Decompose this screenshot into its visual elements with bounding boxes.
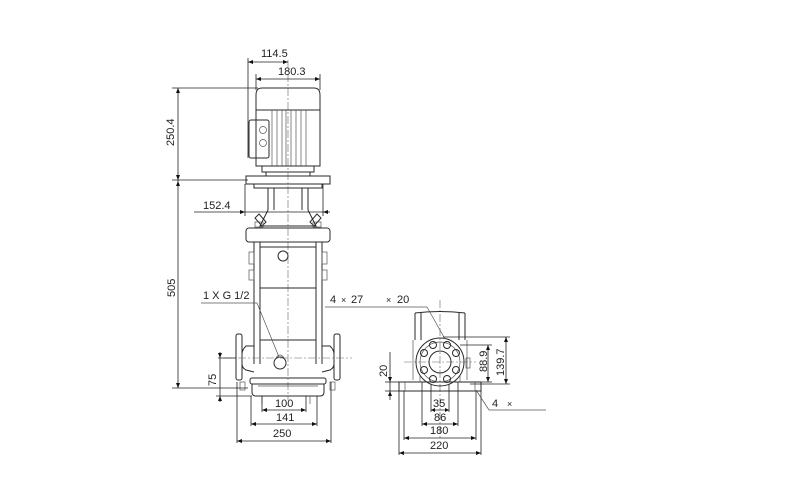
port-flanges xyxy=(224,333,352,381)
label-27: 27 xyxy=(351,294,363,306)
label-100: 100 xyxy=(275,398,293,410)
dim-base-mid: 141 xyxy=(250,396,318,426)
motor xyxy=(248,87,321,177)
dim-base-inner: 100 xyxy=(261,396,307,412)
end-view: 4 × 27 × 20 88.9 139.7 xyxy=(325,294,546,455)
cable-gland-icon xyxy=(259,126,267,134)
cable-gland-icon xyxy=(259,139,267,147)
bolt-hole-icon xyxy=(420,349,428,357)
label-505: 505 xyxy=(166,279,178,297)
pump-base xyxy=(239,377,336,404)
label-114-5: 114.5 xyxy=(261,48,288,60)
bolt-hole-icon xyxy=(452,366,460,374)
label-35: 35 xyxy=(433,398,445,410)
drain-plug-icon xyxy=(273,356,287,370)
dim-motor-width: 180.3 xyxy=(255,66,321,90)
label-anchor-count: 4 xyxy=(492,398,498,410)
label-86: 86 xyxy=(434,412,446,424)
dim-pcd-outer: 139.7 xyxy=(443,336,510,385)
bolt-hole-icon xyxy=(420,366,428,374)
label-20-thickness: 20 xyxy=(378,365,390,377)
dim-base-thickness: 20 xyxy=(378,352,399,400)
dim-pcd-inner: 88.9 xyxy=(460,344,492,383)
dim-coupling-width: 152.4 xyxy=(194,184,330,216)
dim-port-height: 75 xyxy=(207,352,252,402)
vent-plug-icon xyxy=(277,250,289,262)
bolt-hole-icon xyxy=(429,375,437,383)
label-drain-plug: 1 X G 1/2 xyxy=(203,290,249,302)
label-180-3: 180.3 xyxy=(278,66,306,78)
label-times: × xyxy=(341,295,346,305)
flange-holes-callout: 4 × 27 × 20 xyxy=(325,294,446,340)
dim-base-bolt-spacing: 180 xyxy=(403,391,477,440)
side-view: 114.5 180.3 250.4 152.4 xyxy=(165,48,352,443)
label-141: 141 xyxy=(276,412,294,424)
dim-base-width: 220 xyxy=(398,391,482,455)
label-holes-count: 4 xyxy=(330,294,336,306)
end-view-base xyxy=(398,376,482,392)
label-220: 220 xyxy=(430,440,448,452)
label-250-4: 250.4 xyxy=(165,118,177,146)
dim-base-slot: 35 xyxy=(430,384,450,412)
label-20-depth: 20 xyxy=(397,294,409,306)
drain-plug-callout: 1 X G 1/2 xyxy=(201,290,280,358)
dim-base-hole-spacing: 86 xyxy=(421,382,459,426)
dim-pump-height: 505 xyxy=(166,180,248,389)
label-152-4: 152.4 xyxy=(203,200,231,212)
label-88-9: 88.9 xyxy=(478,351,490,372)
dim-motor-height: 250.4 xyxy=(165,87,258,181)
label-250: 250 xyxy=(273,428,291,440)
dim-motor-offset: 114.5 xyxy=(247,48,288,158)
label-75: 75 xyxy=(207,374,219,386)
bolt-hole-icon xyxy=(452,349,460,357)
anchor-holes-callout: 4 × xyxy=(475,389,546,411)
bolt-hole-icon xyxy=(443,375,451,383)
dim-base-outer: 250 xyxy=(236,382,332,443)
label-times: × xyxy=(507,399,512,409)
bolt-hole-icon xyxy=(443,341,451,349)
flange xyxy=(415,337,471,387)
label-139-7: 139.7 xyxy=(495,348,507,376)
bolt-hole-icon xyxy=(429,341,437,349)
label-180: 180 xyxy=(430,425,448,437)
label-times: × xyxy=(386,295,391,305)
pump-head xyxy=(245,227,331,243)
